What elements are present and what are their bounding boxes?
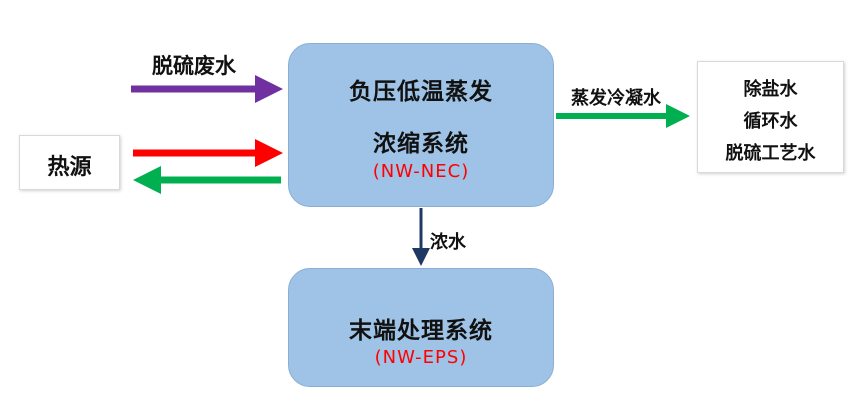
- nec-system-box: 负压低温蒸发 浓缩系统 (NW-NEC): [288, 43, 554, 207]
- concentrate-label: 浓水: [430, 232, 466, 253]
- condensate-label: 蒸发冷凝水: [571, 88, 661, 109]
- eps-title: 末端处理系统: [349, 318, 493, 344]
- reuse-targets-box: 除盐水 循环水 脱硫工艺水: [697, 61, 844, 173]
- nec-title-line2: 浓缩系统: [373, 131, 469, 157]
- nec-title-line1: 负压低温蒸发: [349, 79, 493, 105]
- eps-system-box: 末端处理系统 (NW-EPS): [288, 268, 554, 387]
- reuse-item: 脱硫工艺水: [725, 143, 816, 164]
- nec-code: (NW-NEC): [372, 161, 470, 182]
- heat-source-box: 热源: [19, 135, 120, 190]
- eps-code: (NW-EPS): [374, 347, 468, 368]
- reuse-item: 除盐水: [743, 79, 798, 100]
- heat-source-label: 热源: [47, 155, 92, 180]
- wastewater-label: 脱硫废水: [152, 54, 236, 78]
- reuse-item: 循环水: [743, 111, 798, 132]
